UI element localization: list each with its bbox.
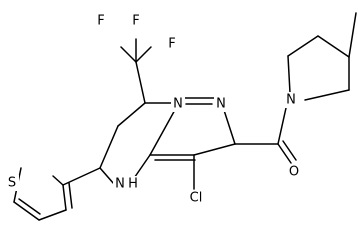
bond [348,12,357,58]
bond [304,89,350,101]
bond [149,107,177,156]
bond [135,46,152,63]
bond [13,201,40,221]
structure-canvas: F F F N N N N H S Cl O [5,12,357,221]
bond [99,125,119,169]
bond [317,35,350,58]
atom-label-sulfur: S [8,176,16,191]
bond [277,107,287,145]
atom-label-nitrogen: N [216,97,226,112]
bond [38,209,67,221]
bond [193,143,236,156]
bond [52,175,64,186]
bond [62,167,101,186]
bond-group [13,12,357,221]
bond [135,61,146,104]
bond [287,35,319,57]
bond [68,182,73,209]
bond [287,55,291,94]
atom-label-fluorine: F [97,14,104,29]
atom-label-oxygen: O [289,165,299,180]
atom-label-nitrogen: N [286,93,296,108]
atom-label-fluorine: F [168,37,175,52]
bond [117,102,146,127]
bond [99,167,115,185]
bond [282,140,297,161]
bond [62,184,67,211]
atom-label-group: F F F N N N N H S Cl O [5,13,301,206]
bond [18,198,41,215]
atom-label-hydrogen: H [128,177,138,192]
atom-label-nitrogen: N [115,177,125,192]
atom-label-nitrogen: N [173,97,183,112]
bond [277,143,292,164]
atom-label-chlorine: Cl [190,191,203,206]
molecule-drawing: F F F N N N N H S Cl O [5,12,357,221]
atom-label-fluorine: F [132,14,139,29]
bond [120,46,137,63]
